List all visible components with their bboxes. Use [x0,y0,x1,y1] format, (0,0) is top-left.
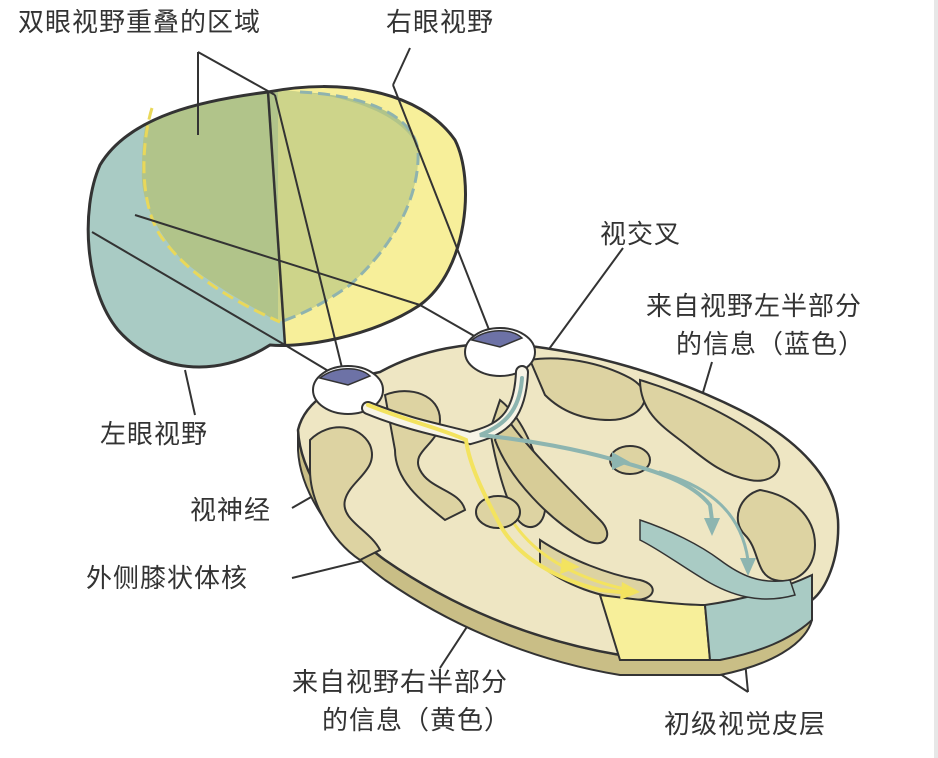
label-right-half-info-1: 来自视野右半部分 [292,668,509,698]
left-lgn [475,495,521,529]
label-lgn: 外侧膝状体核 [86,564,249,594]
overlap-blue-dashes [279,90,420,324]
right-edge-strip [934,0,938,758]
blue-arrowhead [704,518,720,536]
central-structure [493,412,609,545]
v1-yellow-region [598,593,712,661]
visual-field-group [86,85,467,369]
brain-slice [296,342,840,676]
right-eye-iris [470,330,524,348]
visual-field-outline [86,85,467,369]
label-left-half-info-1: 来自视野左半部分 [646,292,863,322]
label-optic-nerve: 视神经 [190,496,272,526]
field-divider-left [91,231,286,346]
field-divider-diag [134,214,421,306]
blue-pathway [479,376,714,522]
label-primary-visual-cortex: 初级视觉皮层 [664,710,827,740]
optic-pathways [361,365,756,600]
label-right-half-info-2: 的信息（黄色） [322,706,512,736]
label-optic-chiasm: 视交叉 [600,220,682,250]
v1-blue-fold [639,518,796,600]
label-right-eye-field: 右眼视野 [386,8,495,38]
overlap-yellow-dashes [142,107,281,324]
yellow-pathway [366,403,622,594]
label-left-half-info-2: 的信息（蓝色） [676,330,866,360]
label-binocular-overlap: 双眼视野重叠的区域 [18,8,262,38]
left-eye-iris [318,368,372,386]
label-left-eye-field: 左眼视野 [100,420,209,450]
field-midline [266,91,287,346]
eyes [312,327,536,415]
yellow-arrowhead [620,582,640,600]
